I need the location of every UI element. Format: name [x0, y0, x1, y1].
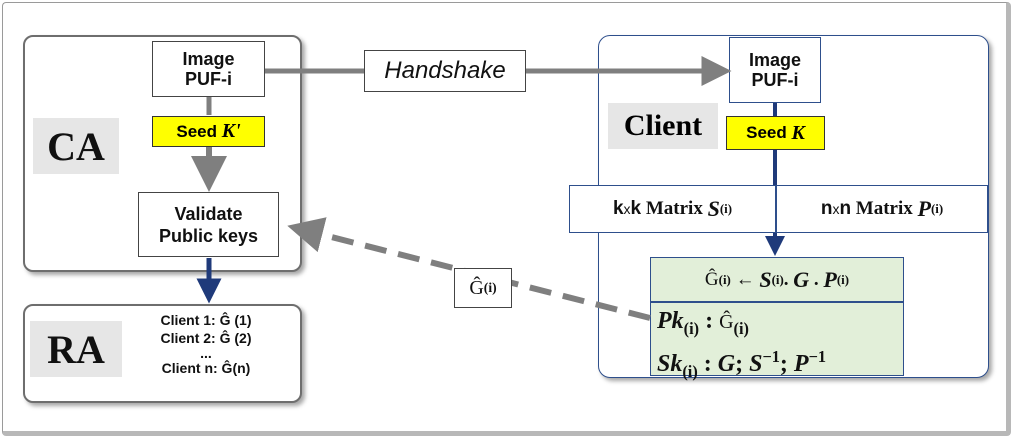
public-keys-label: Public keys [158, 225, 259, 246]
pk-line: Pk(i) : Ĝ(i) [657, 307, 903, 343]
client-seed-var: K [791, 121, 805, 144]
public-key-formula-box: Ĝ(i) ← S(i). G . P(i) [650, 257, 904, 302]
formula-p-sub: (i) [836, 271, 850, 287]
formula-g-sub: (i) [718, 271, 731, 287]
matrix-s-var: S [707, 196, 720, 221]
ra-client-list: Client 1: Ĝ (1) Client 2: Ĝ (2) ... Clie… [136, 311, 276, 397]
sk-sub: (i) [682, 361, 698, 381]
matrix-s-times: x [623, 201, 631, 217]
formula-s: S [759, 266, 772, 292]
pk-sub: (i) [683, 318, 700, 338]
ca-seed-var: K' [221, 120, 241, 142]
ca-label: CA [33, 118, 119, 174]
client-image-puf-box: Image PUF-i [729, 37, 821, 103]
sk-s: S [749, 350, 763, 377]
pk-g-hat: Ĝ [719, 311, 734, 333]
formula-G: G [793, 266, 810, 292]
client-seed-box: Seed K [726, 116, 825, 150]
sk-p-sup: −1 [808, 346, 827, 366]
sk-sep: : [697, 350, 718, 377]
sk-semi2: ; [779, 350, 788, 377]
ra-panel [23, 304, 302, 403]
matrix-p-box: n x n Matrix P(i) [776, 185, 988, 233]
handshake-label: Handshake [384, 57, 506, 84]
matrix-p-dim1: n [820, 198, 833, 219]
ca-seed-box: Seed K' [152, 116, 265, 147]
g-hat-label-sub: (i) [483, 280, 497, 295]
matrix-s-dim1: k [612, 198, 624, 219]
matrix-p-var: P [917, 196, 931, 221]
matrix-s-word: Matrix [645, 198, 703, 219]
pk-var: Pk [657, 308, 684, 334]
g-hat-label: Ĝ [469, 276, 484, 299]
matrix-p-dim2: n [839, 198, 852, 219]
client-label: Client [608, 103, 718, 149]
ca-image-puf-box: Image PUF-i [152, 41, 265, 97]
ca-puf-label: PUF-i [185, 69, 232, 89]
formula-p: P [823, 266, 837, 292]
client-puf-label: PUF-i [751, 70, 799, 90]
validate-label: Validate [174, 203, 243, 224]
matrix-p-word: Matrix [855, 198, 913, 219]
g-hat-label-box: Ĝ(i) [454, 268, 512, 308]
ca-seed-label: Seed [176, 121, 217, 141]
formula-g-hat: Ĝ [704, 268, 719, 290]
pk-sep: : [699, 308, 720, 334]
client-seed-label: Seed [746, 123, 787, 142]
validate-public-keys-box: Validate Public keys [138, 192, 279, 257]
sk-semi1: ; [735, 350, 744, 377]
ra-entry-1: Client 1: Ĝ (1) [160, 312, 252, 328]
formula-dot1: . [783, 268, 789, 290]
matrix-s-sub: (i) [719, 201, 733, 216]
sk-s-sup: −1 [762, 346, 780, 366]
matrix-p-times: x [832, 201, 840, 217]
ca-image-label: Image [182, 49, 235, 69]
matrix-s-box: k x k Matrix S(i) [569, 185, 776, 233]
formula-arrow: ← [735, 268, 755, 290]
matrix-p-sub: (i) [930, 201, 944, 216]
handshake-label-box: Handshake [364, 50, 526, 92]
formula-s-sub: (i) [771, 271, 784, 287]
keys-box: Pk(i) : Ĝ(i) Sk(i) : G; S−1; P−1 [650, 302, 904, 381]
client-image-label: Image [748, 50, 802, 70]
sk-var: Sk [657, 350, 683, 377]
pk-g-sub: (i) [733, 318, 749, 338]
sk-line: Sk(i) : G; S−1; P−1 [657, 343, 903, 386]
ra-entry-2: Client 2: Ĝ (2) [160, 330, 252, 346]
ra-entry-n: Client n: Ĝ(n) [161, 360, 251, 376]
matrix-s-dim2: k [630, 198, 642, 219]
sk-G: G [717, 350, 736, 377]
formula-dot2: . [813, 268, 819, 290]
ra-entry-ellipsis: ... [200, 345, 212, 361]
ra-label: RA [30, 321, 122, 377]
sk-p: P [793, 350, 809, 377]
